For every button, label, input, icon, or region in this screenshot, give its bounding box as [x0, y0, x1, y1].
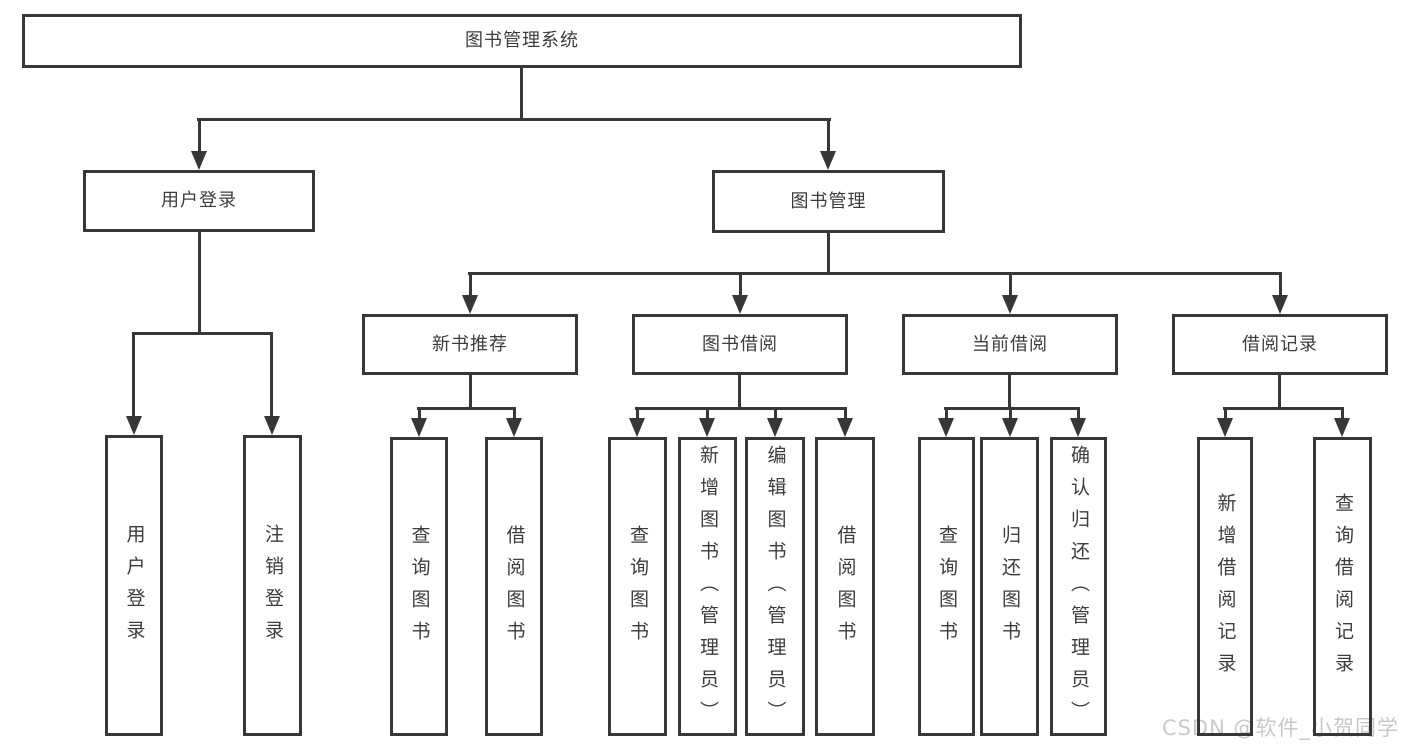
- connector-line: [738, 375, 741, 410]
- leaf-current-query-books-label: 查询图书: [936, 524, 958, 653]
- arrow-down-icon: [1272, 295, 1288, 314]
- arrow-down-icon: [462, 295, 478, 314]
- connector-line: [469, 272, 472, 298]
- connector-line: [1009, 272, 1012, 298]
- node-book-borrow-label: 图书借阅: [702, 333, 778, 355]
- connector-line: [844, 407, 847, 421]
- arrow-down-icon: [699, 418, 715, 437]
- arrow-down-icon: [1334, 418, 1350, 437]
- leaf-logout: 注销登录: [243, 435, 302, 736]
- connector-line: [706, 407, 709, 421]
- leaf-logout-label: 注销登录: [262, 523, 284, 652]
- leaf-current-return-books-label: 归还图书: [999, 524, 1021, 653]
- node-user-login: 用户登录: [83, 170, 315, 232]
- node-root: 图书管理系统: [22, 14, 1022, 68]
- leaf-records-query-record-label: 查询借阅记录: [1332, 492, 1354, 685]
- connector-line: [739, 272, 742, 298]
- arrow-down-icon: [629, 418, 645, 437]
- leaf-recommend-query-books-label: 查询图书: [408, 524, 431, 653]
- connector-line: [945, 407, 948, 421]
- connector-line: [270, 332, 273, 420]
- leaf-recommend-borrow-books: 借阅图书: [485, 437, 543, 736]
- connector-line: [1223, 407, 1344, 410]
- arrow-down-icon: [1070, 418, 1086, 437]
- connector-line: [636, 407, 639, 421]
- connector-line: [418, 407, 421, 421]
- arrow-down-icon: [264, 416, 280, 435]
- arrow-down-icon: [767, 418, 783, 437]
- leaf-records-query-record: 查询借阅记录: [1313, 437, 1372, 736]
- node-book-management: 图书管理: [712, 170, 945, 233]
- connector-line: [513, 407, 516, 421]
- node-borrow-records-label: 借阅记录: [1242, 333, 1318, 355]
- connector-line: [1278, 375, 1281, 410]
- arrow-down-icon: [1002, 418, 1018, 437]
- arrow-down-icon: [191, 151, 207, 170]
- leaf-current-confirm-return-admin: 确认归还（管理员）: [1050, 437, 1107, 736]
- leaf-borrow-borrow-books: 借阅图书: [815, 437, 875, 736]
- leaf-records-add-record: 新增借阅记录: [1197, 437, 1253, 736]
- leaf-current-return-books: 归还图书: [980, 437, 1039, 736]
- arrow-down-icon: [820, 151, 836, 170]
- leaf-borrow-edit-books-admin-label: 编辑图书（管理员）: [764, 444, 787, 733]
- connector-line: [1224, 407, 1227, 421]
- arrow-down-icon: [837, 418, 853, 437]
- node-new-book-recommend: 新书推荐: [362, 314, 578, 375]
- leaf-borrow-borrow-books-label: 借阅图书: [834, 524, 857, 653]
- node-current-borrow: 当前借阅: [902, 314, 1118, 375]
- leaf-user-login-label: 用户登录: [123, 523, 146, 652]
- connector-line: [1279, 272, 1282, 298]
- connector-line: [197, 118, 831, 121]
- leaf-borrow-query-books: 查询图书: [608, 437, 667, 736]
- connector-line: [132, 332, 135, 420]
- leaf-recommend-borrow-books-label: 借阅图书: [503, 524, 526, 653]
- leaf-user-login: 用户登录: [105, 435, 163, 736]
- arrow-down-icon: [411, 418, 427, 437]
- connector-line: [198, 118, 201, 154]
- node-current-borrow-label: 当前借阅: [972, 333, 1048, 355]
- connector-line: [1341, 407, 1344, 421]
- connector-line: [1008, 375, 1011, 410]
- leaf-current-query-books: 查询图书: [918, 437, 975, 736]
- connector-line: [1009, 407, 1012, 421]
- node-user-login-label: 用户登录: [161, 190, 237, 211]
- node-root-label: 图书管理系统: [465, 30, 579, 51]
- connector-line: [774, 407, 777, 421]
- connector-line: [468, 272, 1282, 275]
- connector-line: [520, 68, 523, 121]
- connector-line: [827, 118, 830, 154]
- leaf-borrow-add-books-admin: 新增图书（管理员）: [678, 437, 737, 736]
- connector-line: [1077, 407, 1080, 421]
- leaf-records-add-record-label: 新增借阅记录: [1214, 492, 1237, 685]
- arrow-down-icon: [506, 418, 522, 437]
- watermark: CSDN @软件_小贺同学: [1161, 716, 1399, 740]
- leaf-borrow-add-books-admin-label: 新增图书（管理员）: [697, 444, 719, 733]
- connector-line: [132, 332, 273, 335]
- arrow-down-icon: [1217, 418, 1233, 437]
- arrow-down-icon: [938, 418, 954, 437]
- arrow-down-icon: [126, 416, 142, 435]
- connector-line: [469, 375, 472, 410]
- node-book-borrow: 图书借阅: [632, 314, 848, 375]
- leaf-borrow-query-books-label: 查询图书: [627, 524, 649, 653]
- connector-line: [944, 407, 1080, 410]
- arrow-down-icon: [732, 295, 748, 314]
- node-new-book-recommend-label: 新书推荐: [432, 333, 508, 355]
- arrow-down-icon: [1002, 295, 1018, 314]
- connector-line: [635, 407, 847, 410]
- leaf-borrow-edit-books-admin: 编辑图书（管理员）: [745, 437, 805, 736]
- connector-line: [198, 232, 201, 335]
- node-borrow-records: 借阅记录: [1172, 314, 1388, 375]
- node-book-management-label: 图书管理: [790, 190, 867, 212]
- connector-line: [417, 407, 516, 410]
- leaf-current-confirm-return-admin-label: 确认归还（管理员）: [1068, 444, 1090, 733]
- connector-line: [827, 233, 830, 275]
- leaf-recommend-query-books: 查询图书: [390, 437, 448, 736]
